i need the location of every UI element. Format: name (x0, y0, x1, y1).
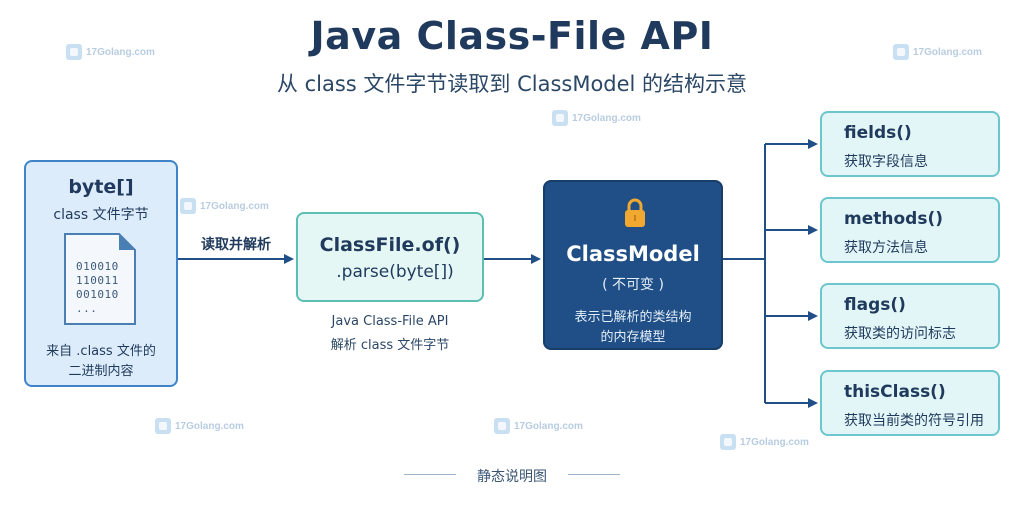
method-desc: 获取当前类的符号引用 (844, 413, 984, 429)
watermark: 17Golang.com (720, 434, 809, 450)
footer-rule-right (568, 474, 620, 475)
binary-content: 010010 110011 001010 ... (76, 260, 119, 315)
method-desc: 获取字段信息 (844, 154, 928, 170)
method-desc: 获取类的访问标志 (844, 326, 956, 342)
watermark-logo-icon (494, 418, 510, 434)
lock-icon (625, 198, 645, 227)
watermark: 17Golang.com (552, 110, 641, 126)
watermark-logo-icon (552, 110, 568, 126)
parse-caption-line2: 解析 class 文件字节 (330, 338, 450, 353)
watermark-logo-icon (66, 44, 82, 60)
method-box-fields: fields() 获取字段信息 (820, 111, 1000, 177)
branch-trunk (723, 144, 766, 403)
page-subtitle: 从 class 文件字节读取到 ClassModel 的结构示意 (276, 72, 748, 96)
watermark: 17Golang.com (66, 44, 155, 60)
byte-array-title: byte[] (68, 176, 134, 198)
method-name: fields() (844, 123, 912, 143)
method-box-methods: methods() 获取方法信息 (820, 197, 1000, 263)
classmodel-box: ClassModel ( 不可变 ) 表示已解析的类结构 的内存模型 (543, 180, 723, 350)
watermark: 17Golang.com (893, 44, 982, 60)
classmodel-desc-line2: 的内存模型 (600, 330, 666, 345)
byte-array-footer-line1: 来自 .class 文件的 (46, 344, 156, 359)
method-desc: 获取方法信息 (844, 240, 928, 256)
classfile-of-label: ClassFile.of() (319, 234, 461, 256)
document-icon (64, 233, 136, 325)
watermark-logo-icon (720, 434, 736, 450)
watermark: 17Golang.com (180, 198, 269, 214)
page-title: Java Class-File API (310, 14, 714, 58)
parse-caption-line1: Java Class-File API (331, 314, 449, 329)
arrow-label-read-parse: 读取并解析 (201, 237, 271, 253)
method-box-thisclass: thisClass() 获取当前类的符号引用 (820, 370, 1000, 436)
method-name: thisClass() (844, 382, 946, 402)
classmodel-desc-line1: 表示已解析的类结构 (574, 310, 692, 325)
footer-caption: 静态说明图 (477, 469, 547, 485)
byte-array-subtitle: class 文件字节 (53, 207, 149, 223)
method-name: methods() (844, 209, 943, 229)
watermark-logo-icon (155, 418, 171, 434)
watermark: 17Golang.com (155, 418, 244, 434)
classfile-parse-box: ClassFile.of() .parse(byte[]) (296, 212, 484, 302)
footer-rule-left (404, 474, 456, 475)
method-name: flags() (844, 295, 906, 315)
immutable-tag: ( 不可变 ) (602, 277, 664, 293)
watermark-logo-icon (893, 44, 909, 60)
parse-call-label: .parse(byte[]) (336, 262, 454, 282)
watermark-logo-icon (180, 198, 196, 214)
watermark: 17Golang.com (494, 418, 583, 434)
byte-array-box: byte[] class 文件字节 010010 110011 001010 .… (24, 160, 178, 387)
classmodel-title: ClassModel (566, 242, 700, 266)
byte-array-footer-line2: 二进制内容 (68, 364, 134, 379)
method-box-flags: flags() 获取类的访问标志 (820, 283, 1000, 349)
